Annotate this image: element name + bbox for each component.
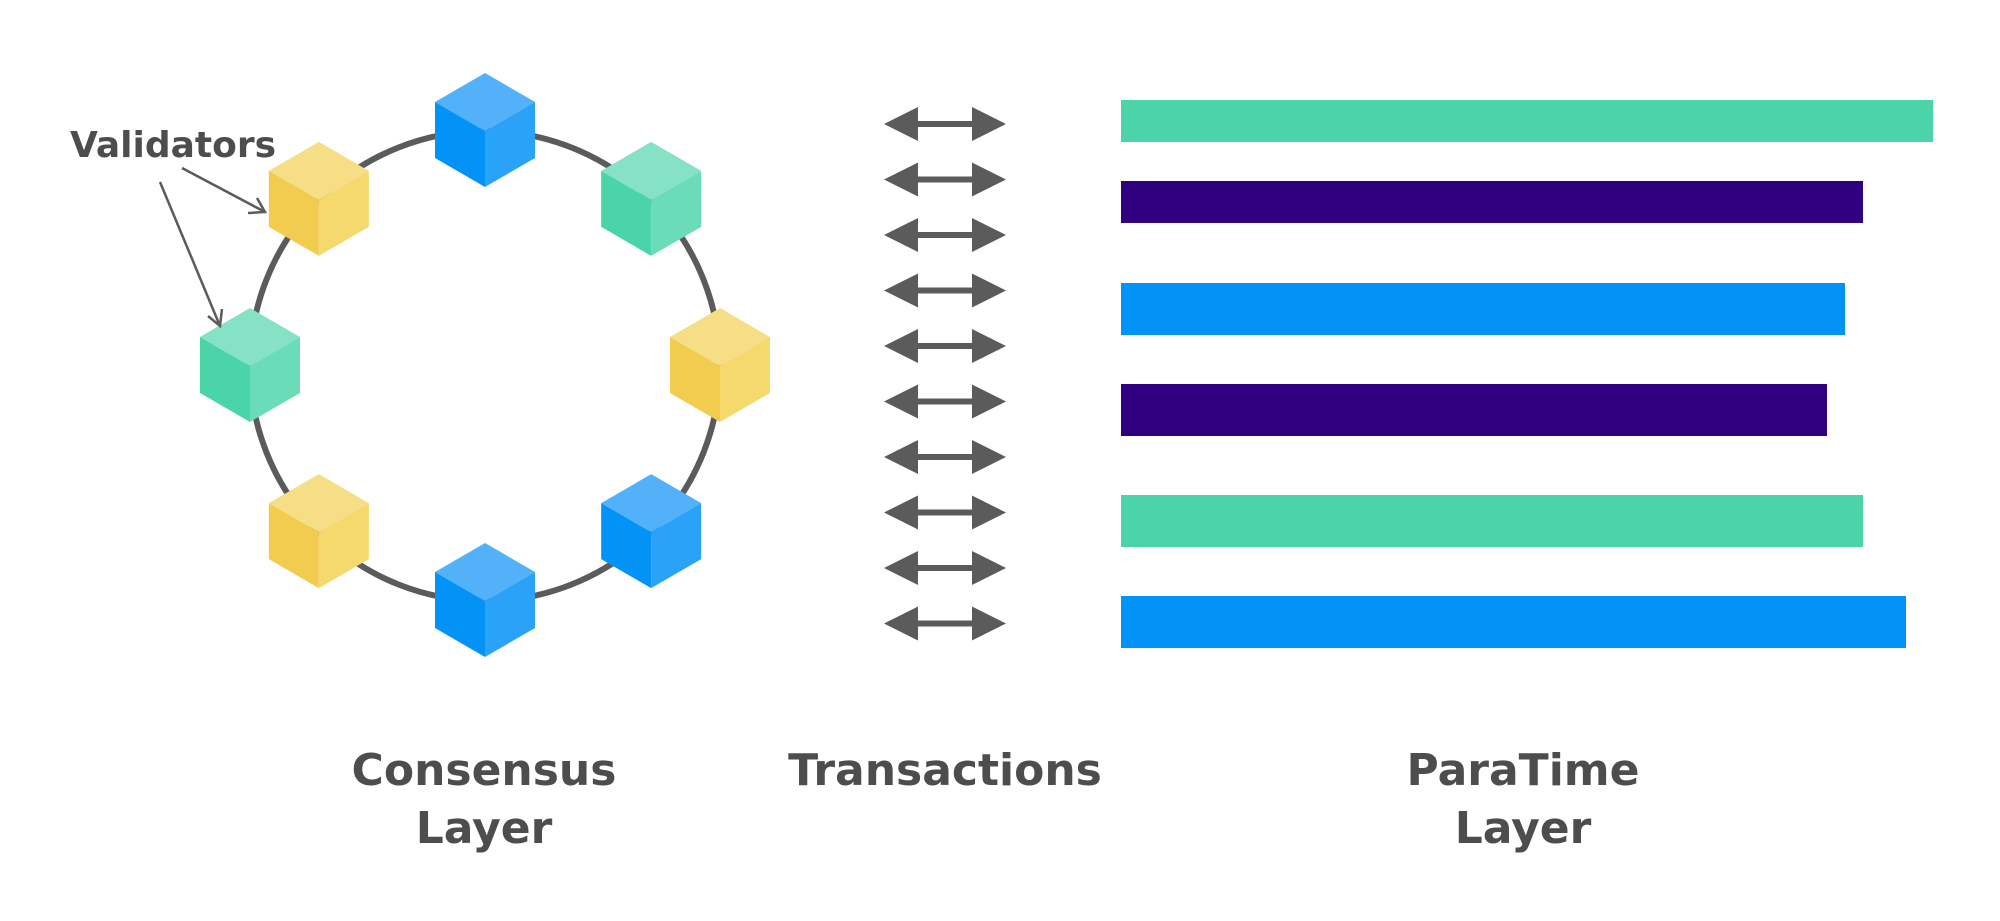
cube-icon bbox=[601, 141, 702, 256]
cube-icon bbox=[601, 474, 702, 589]
validators-annotation: Validators bbox=[70, 125, 276, 329]
double-arrow-icon bbox=[884, 551, 1006, 585]
double-arrow-icon bbox=[884, 495, 1006, 530]
double-arrow-icon bbox=[884, 162, 1006, 197]
consensus-layer bbox=[200, 73, 770, 657]
paratime-bars bbox=[1121, 100, 1933, 648]
annotation-arrow-icon bbox=[158, 181, 224, 329]
paratime-layer-label-line2: Layer bbox=[1455, 803, 1592, 854]
consensus-layer-label-line2: Layer bbox=[416, 803, 553, 854]
annotation-arrow-icon bbox=[181, 166, 268, 215]
paratime-bar bbox=[1121, 596, 1906, 648]
paratime-layer-label-line1: ParaTime bbox=[1407, 745, 1640, 796]
paratime-bar bbox=[1121, 384, 1827, 436]
transactions-label: Transactions bbox=[788, 745, 1102, 796]
double-arrow-icon bbox=[884, 329, 1006, 363]
cube-icon bbox=[268, 474, 369, 589]
transaction-arrows bbox=[884, 107, 1006, 641]
cube-icon bbox=[435, 543, 535, 657]
cube-icon bbox=[670, 308, 770, 422]
cube-icon bbox=[200, 308, 300, 422]
paratime-bar bbox=[1121, 181, 1863, 223]
double-arrow-icon bbox=[884, 384, 1006, 419]
double-arrow-icon bbox=[884, 273, 1006, 308]
paratime-bar bbox=[1121, 100, 1933, 142]
double-arrow-icon bbox=[884, 218, 1006, 252]
validator-cubes bbox=[200, 73, 770, 657]
consensus-layer-label-line1: Consensus bbox=[352, 745, 617, 796]
cube-icon bbox=[435, 73, 535, 187]
validators-label: Validators bbox=[70, 125, 276, 166]
double-arrow-icon bbox=[884, 606, 1006, 641]
double-arrow-icon bbox=[884, 107, 1006, 141]
cube-icon bbox=[268, 141, 369, 256]
paratime-bar bbox=[1121, 495, 1863, 547]
paratime-bar bbox=[1121, 283, 1845, 335]
double-arrow-icon bbox=[884, 440, 1006, 474]
